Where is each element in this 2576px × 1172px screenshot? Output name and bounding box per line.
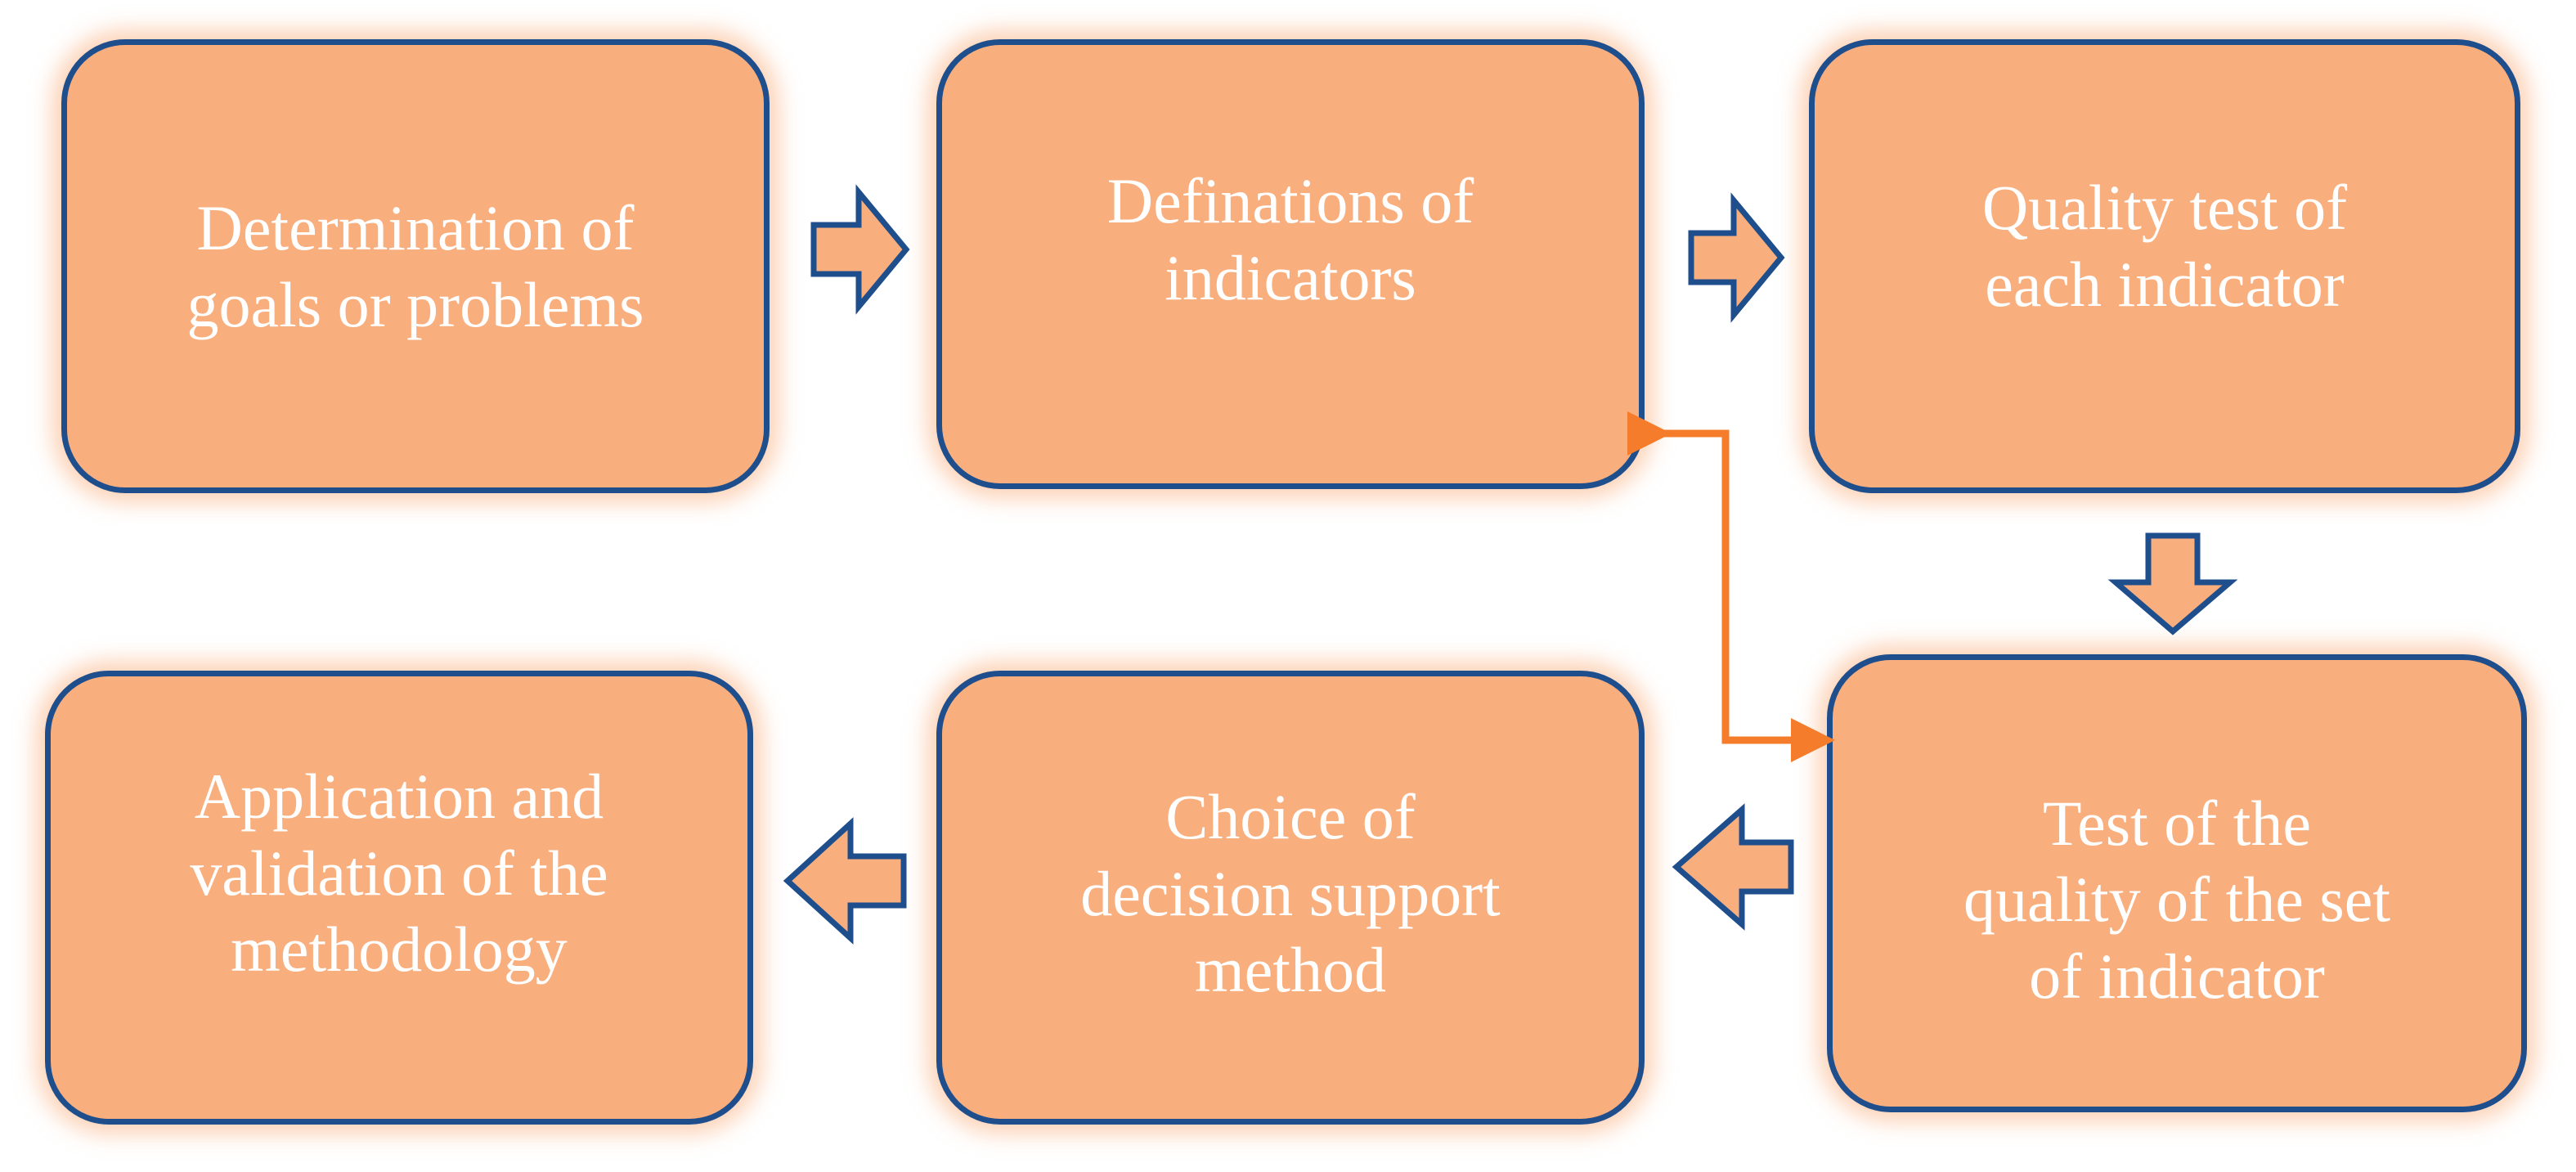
right-arrow-icon xyxy=(1688,192,1785,323)
step-label-choice-of-decision-method: Choice of decision support method xyxy=(1080,781,1501,1006)
down-arrow-icon xyxy=(2107,532,2238,635)
step-box-choice-of-decision-method: Choice of decision support method xyxy=(936,671,1645,1125)
left-arrow-icon xyxy=(1672,803,1794,931)
right-arrow-icon xyxy=(810,184,910,315)
step-box-test-quality-of-set: Test of the quality of the set of indica… xyxy=(1827,654,2527,1112)
step-label-test-quality-of-set: Test of the quality of the set of indica… xyxy=(1963,787,2391,1012)
left-arrow-icon xyxy=(783,817,907,945)
step-label-quality-test-each-indicator: Quality test of each indicator xyxy=(1981,171,2348,320)
step-label-determination-of-goals: Determination of goals or problems xyxy=(186,191,644,340)
step-box-definitions-of-indicators: Definations of indicators xyxy=(936,39,1645,489)
step-box-determination-of-goals: Determination of goals or problems xyxy=(61,39,770,493)
step-box-quality-test-each-indicator: Quality test of each indicator xyxy=(1809,39,2520,493)
step-box-application-and-validation: Application and validation of the method… xyxy=(45,671,753,1125)
step-label-definitions-of-indicators: Definations of indicators xyxy=(1106,165,1474,313)
feedback-connector-arrow xyxy=(1627,411,1835,762)
step-label-application-and-validation: Application and validation of the method… xyxy=(190,761,608,986)
